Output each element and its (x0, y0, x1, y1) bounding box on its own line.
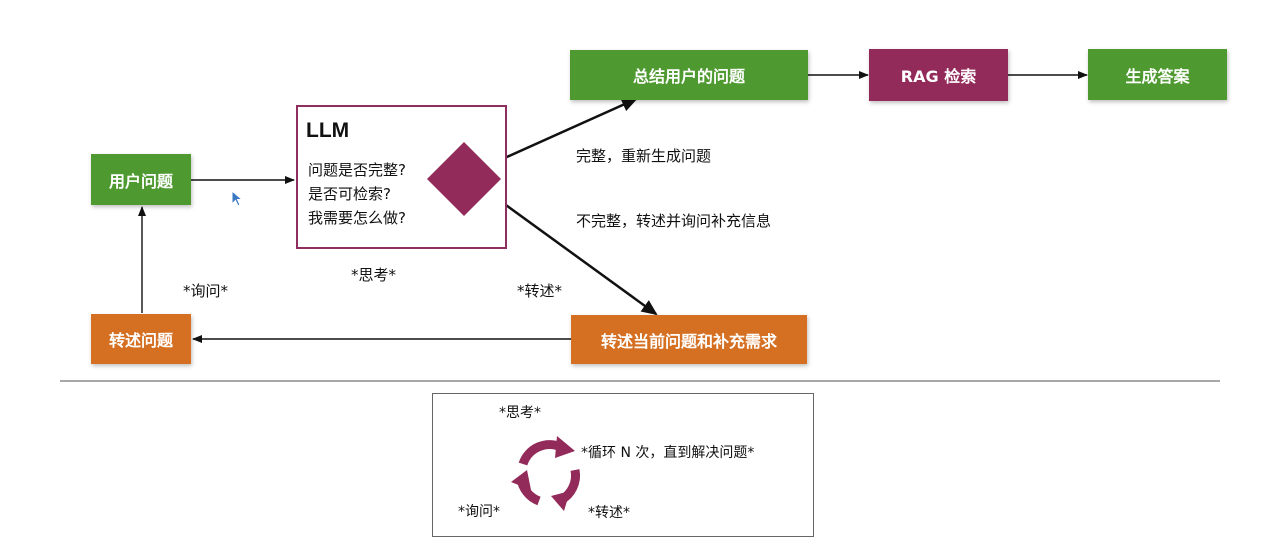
rag-retrieval-label: RAG 检索 (900, 67, 977, 86)
generate-answer-label: 生成答案 (1125, 66, 1190, 86)
circular-arrows-icon (511, 436, 580, 511)
generate-answer-node: 生成答案 (1088, 49, 1227, 100)
llm-question-complete: 问题是否完整? (308, 161, 406, 179)
legend-box: *思考* *循环 N 次，直到解决问题* *询问* *转述* (432, 393, 814, 537)
legend-loop-label: *循环 N 次，直到解决问题* (581, 445, 755, 461)
rag-retrieval-node: RAG 检索 (869, 49, 1008, 101)
legend-restate-label: *转述* (588, 505, 630, 521)
mouse-cursor-icon (231, 190, 244, 207)
summarize-question-label: 总结用户的问题 (632, 67, 745, 86)
user-question-node: 用户问题 (91, 154, 191, 205)
incomplete-label: 不完整，转述并询问补充信息 (576, 212, 772, 230)
summarize-question-node: 总结用户的问题 (570, 50, 808, 100)
ask-label: *询问* (183, 282, 229, 300)
llm-question-retrievable: 是否可检索? (308, 185, 391, 203)
complete-label: 完整，重新生成问题 (576, 147, 712, 165)
restate-label: *转述* (517, 282, 563, 300)
restate-current-label: 转述当前问题和补充需求 (600, 331, 777, 351)
legend-ask-label: *询问* (458, 504, 500, 520)
user-question-label: 用户问题 (108, 171, 173, 191)
restate-current-node: 转述当前问题和补充需求 (571, 315, 807, 364)
restate-question-node: 转述问题 (91, 314, 191, 364)
restate-question-label: 转述问题 (108, 331, 173, 350)
llm-box: LLM 问题是否完整? 是否可检索? 我需要怎么做? (296, 105, 507, 249)
think-label: *思考* (351, 266, 397, 284)
arrow-diamond-to-restate (487, 190, 658, 316)
llm-what-to-do: 我需要怎么做? (308, 209, 406, 227)
decision-diamond (427, 142, 501, 216)
legend-think-label: *思考* (499, 405, 541, 421)
llm-title: LLM (306, 119, 350, 142)
arrow-diamond-to-summarize (488, 97, 638, 167)
